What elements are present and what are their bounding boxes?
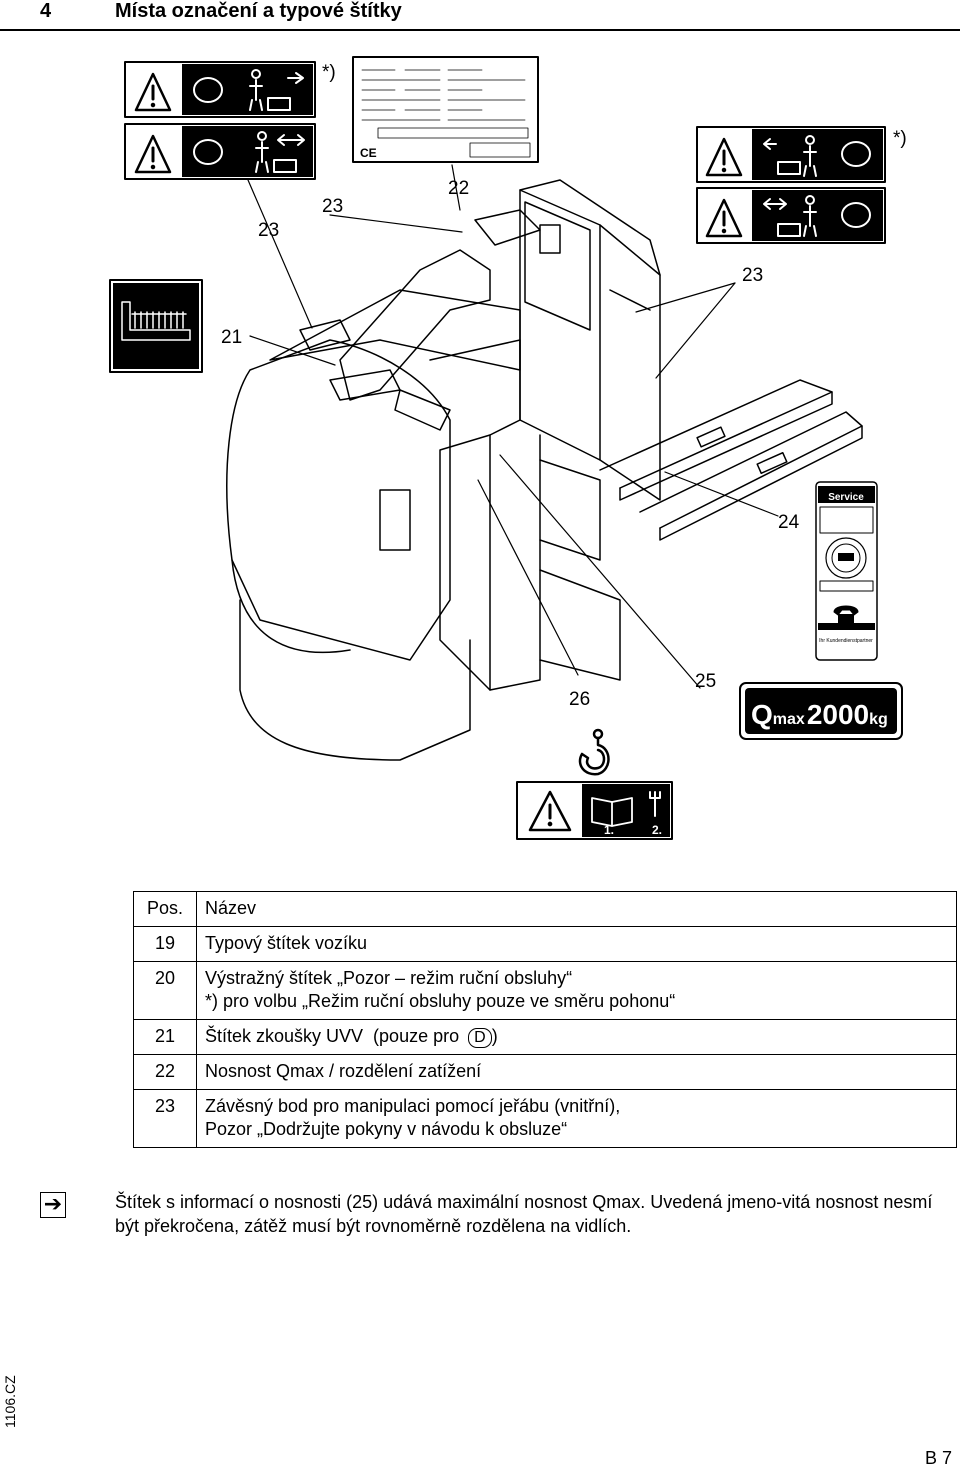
warning-label-manual-mode-right (696, 126, 886, 183)
table-row: 20 Výstražný štítek „Pozor – režim ruční… (133, 961, 957, 1020)
row-pos: 22 (133, 1054, 197, 1090)
row-name: Nosnost Qmax / rozdělení zatížení (196, 1054, 957, 1090)
step-2: 2. (652, 823, 662, 837)
chapter-number: 4 (40, 0, 52, 22)
uvv-inspection-label (109, 279, 203, 373)
page-number: B 7 (924, 1448, 952, 1468)
qmax-sub: max (773, 711, 805, 728)
header-name: Název (196, 891, 957, 927)
callout-21: 21 (221, 327, 242, 348)
row-pos: 23 (133, 1089, 197, 1148)
table-row: 23 Závěsný bod pro manipulaci pomocí jeř… (133, 1089, 957, 1148)
service-label-title: Service (828, 492, 864, 503)
qmax-capacity-label: Qmax2000kg (739, 682, 903, 740)
note-text: Štítek s informací o nosnosti (25) udává… (115, 1192, 933, 1236)
warning-label-manual-mode (124, 61, 316, 118)
row-name: Závěsný bod pro manipulaci pomocí jeřábu… (196, 1089, 957, 1148)
callout-asterisk-right: *) (893, 128, 907, 149)
callout-23-c: 23 (742, 265, 763, 286)
callout-asterisk-left: *) (322, 62, 336, 83)
qmax-unit: kg (869, 711, 888, 728)
crane-hook-icon (578, 728, 610, 776)
row-line-end: ) (491, 1026, 498, 1046)
row-line: Štítek zkoušky UVV (pouze pro (205, 1026, 465, 1046)
label-locations-figure: CE Service Ihr Kundendienstpart (109, 56, 907, 840)
callout-22: 22 (448, 178, 469, 199)
legend-header-row: Pos. Název (133, 891, 957, 927)
page-header: 4 Místa označení a typové štítky (0, 0, 960, 31)
arrow-right-icon: ➔ (40, 1192, 66, 1218)
row-pos: 20 (133, 961, 197, 1020)
ce-mark: CE (360, 146, 377, 160)
row-pos: 21 (133, 1019, 197, 1055)
row-line: Závěsný bod pro manipulaci pomocí jeřábu… (205, 1096, 621, 1116)
qmax-value: 2000 (807, 699, 869, 730)
row-line: Typový štítek vozíku (205, 933, 368, 953)
row-name: Výstražný štítek „Pozor – režim ruční ob… (196, 961, 957, 1020)
row-name: Štítek zkoušky UVV (pouze pro D) (196, 1019, 957, 1055)
row-name: Typový štítek vozíku (196, 926, 957, 962)
table-row: 19 Typový štítek vozíku (133, 926, 957, 962)
warning-label-manual-mode-drive-right (696, 187, 886, 244)
leader-lines (247, 164, 779, 689)
book-icon (591, 797, 633, 827)
header-pos: Pos. (133, 891, 197, 927)
row-line: Pozor „Dodržujte pokyny v návodu k obslu… (205, 1119, 568, 1139)
callout-23-a: 23 (322, 196, 343, 217)
service-label: Service Ihr Kundendienstpartner (815, 481, 878, 661)
callout-26: 26 (569, 689, 590, 710)
callout-25: 25 (695, 671, 716, 692)
document-code: 1106.CZ (2, 1375, 18, 1428)
chapter-title: Místa označení a typové štítky (115, 0, 402, 22)
row-line: *) pro volbu „Režim ruční obsluhy pouze … (205, 991, 676, 1011)
warning-label-manual-mode-drive (124, 123, 316, 180)
callout-24: 24 (778, 512, 800, 533)
read-manual-label: 1. 2. (516, 781, 673, 840)
type-plate: CE (352, 56, 539, 163)
header-rule (0, 29, 960, 31)
service-label-footer: Ihr Kundendienstpartner (819, 638, 873, 644)
callout-23-b: 23 (258, 220, 279, 241)
step-1: 1. (604, 823, 614, 837)
truck-drawing (226, 179, 863, 761)
legend-table: Pos. Název 19 Typový štítek vozíku 20 Vý… (133, 891, 957, 1148)
table-row: 21 Štítek zkoušky UVV (pouze pro D) (133, 1019, 957, 1055)
row-line: Nosnost Qmax / rozdělení zatížení (205, 1061, 482, 1081)
row-pos: 19 (133, 926, 197, 962)
qmax-q: Q (751, 699, 773, 730)
svg-text:Qmax2000kg: Qmax2000kg (751, 699, 888, 730)
table-row: 22 Nosnost Qmax / rozdělení zatížení (133, 1054, 957, 1090)
wrench-icon (649, 791, 661, 817)
country-badge: D (468, 1028, 492, 1048)
row-line: Výstražný štítek „Pozor – režim ruční ob… (205, 968, 573, 988)
